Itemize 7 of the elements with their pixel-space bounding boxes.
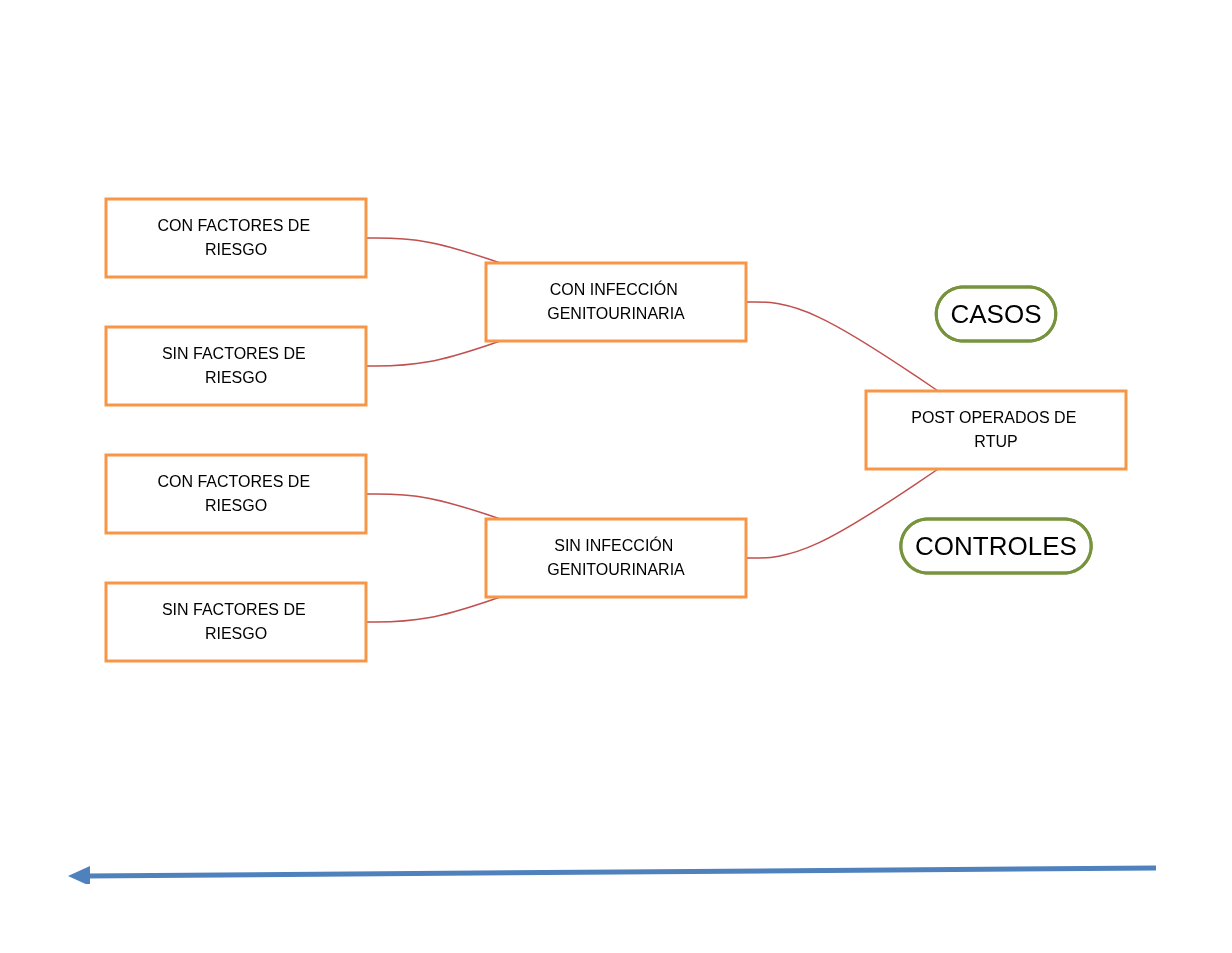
node-box: POST OPERADOS DE RTUP: [864, 389, 1128, 471]
node-box: CON FACTORES DE RIESGO: [104, 453, 368, 535]
node-box: CON INFECCIÓN GENITOURINARIA: [484, 261, 748, 343]
node-box: SIN INFECCIÓN GENITOURINARIA: [484, 517, 748, 599]
node-box: SIN FACTORES DE RIESGO: [104, 325, 368, 407]
node-box: SIN FACTORES DE RIESGO: [104, 581, 368, 663]
node-box: CON FACTORES DE RIESGO: [104, 197, 368, 279]
